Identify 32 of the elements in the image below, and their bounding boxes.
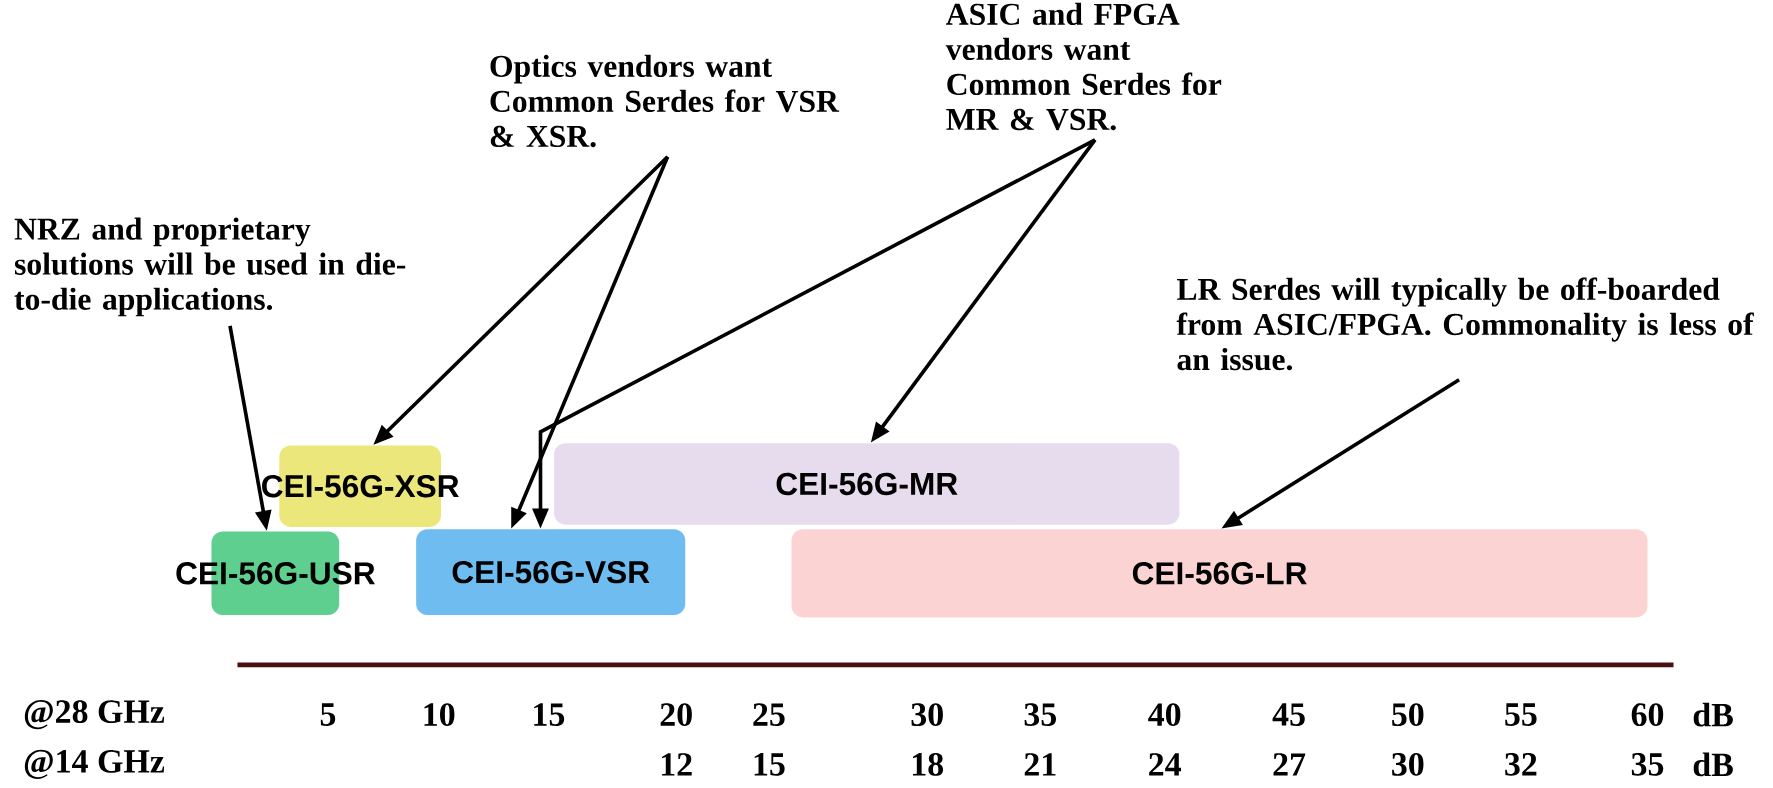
note-text: LR Serdes will typically be off-boarded from ASIC/FPGA. Commonality is less of an issue. xyxy=(1176,277,1754,371)
scale-label: 18 xyxy=(913,752,944,776)
scale-label: dB xyxy=(1693,702,1733,727)
scale-label: 32 xyxy=(1505,752,1537,776)
scale-label: 60 xyxy=(1631,703,1664,726)
scale-label: 27 xyxy=(1273,753,1306,776)
scale-label: 15 xyxy=(754,752,785,776)
scale-label: @28 GHz xyxy=(24,700,165,730)
scale-label: 45 xyxy=(1272,703,1305,726)
scale-label: 35 xyxy=(1024,703,1056,726)
scale-label: 12 xyxy=(661,753,692,776)
scale-label: 40 xyxy=(1148,703,1181,726)
scale-label: @14 GHz xyxy=(24,749,165,779)
scale-label: 30 xyxy=(1392,752,1424,776)
scale-label: 20 xyxy=(660,703,692,726)
scale-label: 30 xyxy=(911,703,943,726)
scale-label: dB xyxy=(1693,752,1733,777)
spec-box: CEI-56G-MR xyxy=(554,443,1180,525)
note-text: NRZ and proprietary solutions will be used in die-to-die applications. xyxy=(14,217,406,317)
spec-box: CEI-56G-LR xyxy=(791,529,1648,618)
scale-label: 15 xyxy=(534,703,565,726)
scale-label: 5 xyxy=(320,703,336,726)
scale-label: 50 xyxy=(1392,703,1424,726)
scale-label: 55 xyxy=(1505,703,1537,726)
scale-label: 21 xyxy=(1024,753,1056,776)
scale-label: 25 xyxy=(753,703,785,726)
scale-label: 35 xyxy=(1631,752,1664,776)
note-text: Optics vendors want Common Serdes for VSR & XSR. xyxy=(490,54,840,148)
spec-box: CEI-56G-VSR xyxy=(416,529,686,616)
scale-label: 10 xyxy=(424,703,455,726)
scale-label: 24 xyxy=(1149,753,1181,776)
note-text: ASIC and FPGA vendors want Common Serdes for MR & VSR. xyxy=(945,2,1222,131)
